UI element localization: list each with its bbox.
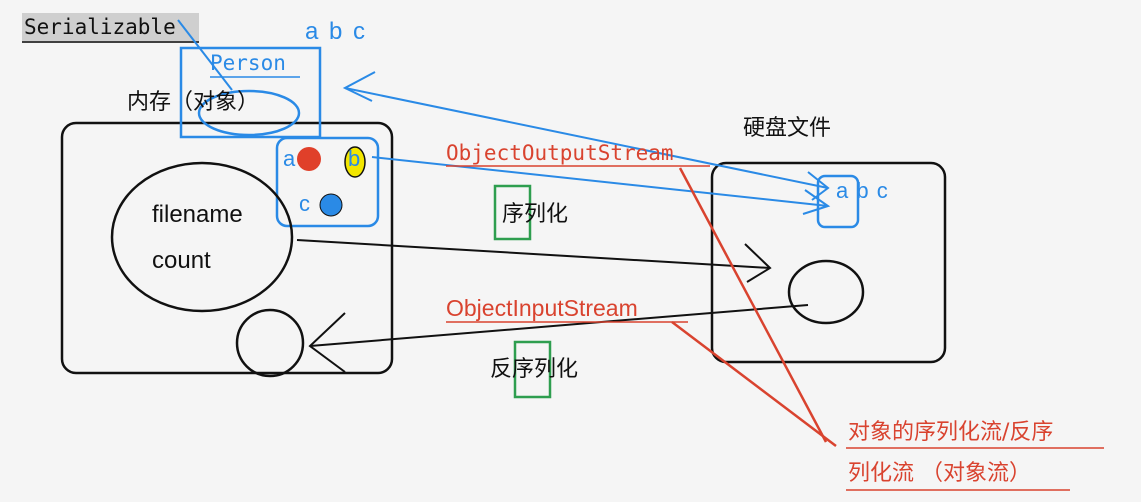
person-label: Person (210, 51, 286, 75)
note-line-2: 列化流 （对象流） (848, 461, 1031, 486)
field-b-highlight (344, 146, 366, 178)
disk-arrowhead (807, 171, 830, 201)
input-stream-pointer (671, 321, 837, 447)
output-stream-pointer (678, 167, 828, 443)
person-box (179, 46, 322, 139)
field-to-disk-arrowhead (802, 189, 831, 215)
field-a-label: a (283, 146, 296, 171)
abc-top-label: a b c (305, 18, 368, 45)
disk-to-person-line (344, 87, 829, 189)
data-ellipse (110, 161, 294, 313)
deserialize-arrowhead (308, 312, 346, 373)
serialize-green-box (493, 184, 532, 241)
deserialize-arrow (309, 304, 809, 347)
field-to-disk-arrow (371, 156, 829, 207)
deserialize-green-box (513, 340, 552, 399)
object-input-stream-label: ObjectInputStream (446, 295, 638, 321)
serialize-arrowhead (744, 243, 772, 283)
deserialize-label: 反序列化 (490, 357, 579, 382)
note-line-1: 对象的序列化流/反序 (848, 420, 1054, 445)
fields-box (275, 136, 380, 228)
serializable-pointer-line (177, 19, 233, 91)
field-c-label: c (299, 191, 310, 216)
object-ellipse (197, 89, 301, 137)
disk-file-label: 硬盘文件 (743, 116, 832, 141)
disk-abc-box (816, 174, 860, 229)
field-c-dot (319, 193, 343, 217)
serialize-arrow (296, 239, 771, 269)
object-output-stream-label: ObjectOutputStream (446, 141, 674, 165)
memory-small-circle (235, 308, 305, 378)
disk-abc-label: a b c (836, 178, 889, 203)
count-label: count (152, 247, 211, 274)
memory-label: 内存（对象） (127, 90, 260, 115)
field-a-dot (297, 147, 321, 171)
serializable-label: Serializable (24, 15, 176, 39)
serializable-highlight (22, 13, 199, 43)
person-arrowhead (342, 71, 376, 102)
disk-small-ellipse (787, 259, 865, 325)
serialize-label: 序列化 (502, 202, 569, 227)
filename-label: filename (152, 201, 243, 228)
memory-box (60, 121, 394, 375)
field-b-label: b (348, 146, 361, 171)
disk-box (710, 161, 947, 364)
